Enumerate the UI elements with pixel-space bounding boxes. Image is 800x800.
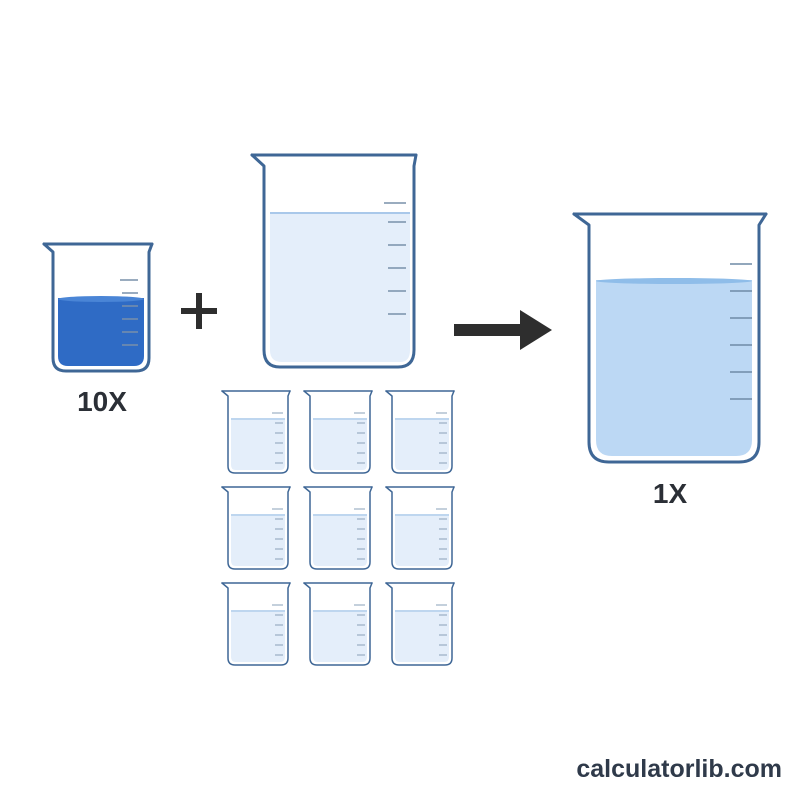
- stock-concentration-label: 10X: [77, 386, 127, 417]
- diluent-unit-beaker-icon: [221, 390, 291, 474]
- arrow-right-icon: [454, 310, 552, 350]
- diluent-unit-beaker-icon: [303, 582, 373, 666]
- diluent-beaker-icon: [250, 153, 418, 369]
- site-watermark: calculatorlib.com: [576, 755, 782, 783]
- diluent-units-grid: [221, 390, 455, 666]
- diluent-unit-beaker-icon: [385, 486, 455, 570]
- plus-icon: [181, 293, 217, 329]
- result-beaker-icon: [572, 212, 768, 464]
- diluent-unit-beaker-icon: [303, 390, 373, 474]
- diluent-unit-beaker-icon: [385, 582, 455, 666]
- diluent-unit-beaker-icon: [385, 390, 455, 474]
- diluent-unit-beaker-icon: [221, 582, 291, 666]
- diluent-unit-beaker-icon: [221, 486, 291, 570]
- diluent-unit-beaker-icon: [303, 486, 373, 570]
- result-concentration-label: 1X: [652, 478, 688, 509]
- stock-beaker-icon: [42, 242, 154, 373]
